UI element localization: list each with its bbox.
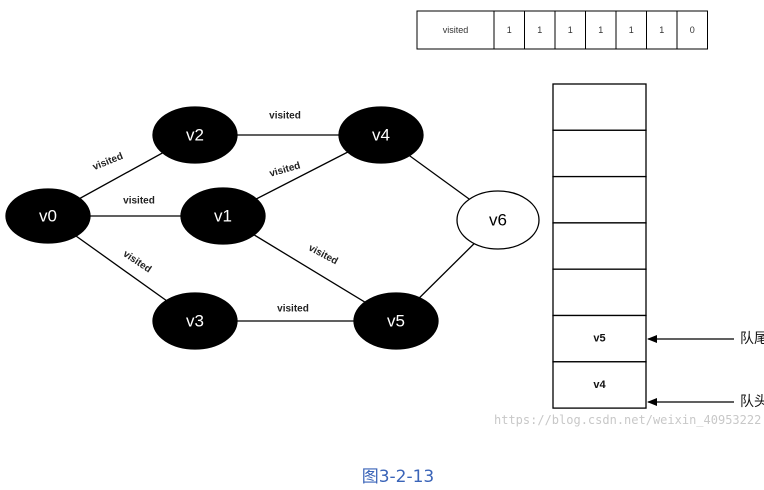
edge-label-v1-v4: visited	[268, 160, 301, 179]
node-label-v4: v4	[372, 126, 390, 145]
node-shape-v1	[180, 187, 266, 245]
graph-nodes: v0 v1 v2 v3 v4 v5 v6	[5, 106, 540, 350]
queue-cell-3	[552, 222, 647, 270]
visited-array: visited 1 1 1 1 1 1 0	[416, 10, 708, 50]
node-shape-v2	[152, 106, 238, 164]
queue-tail-label: 队尾	[740, 331, 764, 347]
node-shape-v4	[338, 106, 424, 164]
queue-cell-2	[552, 175, 647, 224]
visited-cell-4	[615, 10, 647, 50]
visited-array-header: visited	[443, 25, 469, 35]
node-label-v1: v1	[214, 207, 232, 226]
node-shape-v3	[152, 292, 238, 350]
node-v2: v2	[152, 106, 238, 164]
visited-cell-value-5: 1	[659, 25, 664, 35]
visited-array-header-cell	[416, 10, 495, 50]
visited-cell-6	[676, 10, 708, 50]
queue: v5 v4	[552, 83, 647, 409]
queue-cell-value-6: v4	[593, 379, 606, 391]
edge-label-v1-v5: visited	[306, 243, 339, 268]
node-label-v5: v5	[387, 312, 405, 331]
edge-label-v0-v1: visited	[123, 196, 155, 207]
node-label-v0: v0	[39, 207, 57, 226]
edge-label-v0-v2: visited	[91, 151, 125, 173]
edge-label-v2-v4: visited	[269, 111, 301, 122]
visited-cell-value-3: 1	[598, 25, 603, 35]
visited-cell-3	[585, 10, 617, 50]
watermark: https://blog.csdn.net/weixin_40953222	[494, 413, 761, 427]
node-v0: v0	[5, 188, 91, 244]
queue-head-label: 队头	[740, 394, 764, 410]
node-label-v2: v2	[186, 126, 204, 145]
edge-label-v3-v5: visited	[277, 304, 309, 315]
visited-cell-5	[646, 10, 678, 50]
node-shape-v5	[353, 292, 439, 350]
visited-cell-0	[493, 10, 525, 50]
figure-caption: 图3-2-13	[361, 467, 435, 487]
visited-array-cells: 1 1 1 1 1 1 0	[493, 10, 708, 50]
node-label-v6: v6	[489, 211, 507, 230]
visited-cell-value-1: 1	[537, 25, 542, 35]
visited-cell-1	[524, 10, 556, 50]
visited-cell-value-6: 0	[690, 25, 695, 35]
node-shape-v0	[5, 188, 91, 244]
node-shape-v6	[456, 190, 540, 250]
queue-cell-5	[552, 314, 647, 363]
node-v6: v6	[456, 190, 540, 250]
node-label-v3: v3	[186, 312, 204, 331]
queue-head-pointer: 队头	[647, 394, 764, 410]
graph-edges: visited visited visited visited visited visit…	[47, 111, 499, 322]
node-v5: v5	[353, 292, 439, 350]
queue-tail-pointer: 队尾	[647, 331, 764, 347]
queue-cell-0	[552, 83, 647, 131]
node-v4: v4	[338, 106, 424, 164]
visited-cell-value-0: 1	[507, 25, 512, 35]
node-v3: v3	[152, 292, 238, 350]
queue-cell-6	[552, 361, 647, 409]
queue-cell-4	[552, 268, 647, 317]
node-v1: v1	[180, 187, 266, 245]
queue-cell-1	[552, 129, 647, 178]
visited-cell-value-4: 1	[629, 25, 634, 35]
visited-cell-value-2: 1	[568, 25, 573, 35]
queue-cell-value-5: v5	[593, 333, 605, 345]
